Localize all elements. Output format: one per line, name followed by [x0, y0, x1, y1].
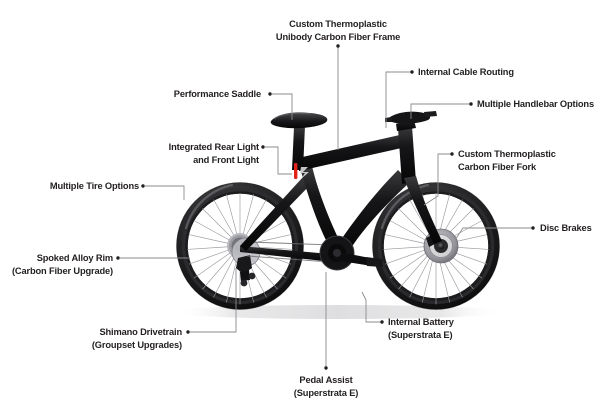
callout-label-spoked-alloy-rim: Spoked Alloy Rim (Carbon Fiber Upgrade): [11, 253, 113, 276]
callout-label-performance-saddle: Performance Saddle: [173, 89, 261, 99]
handlebar-assembly: [385, 111, 437, 131]
handlebar-grip: [424, 111, 437, 117]
leader-internal-battery: [361, 291, 384, 324]
drive-chain: [246, 241, 333, 263]
leader-pedal-assist: [324, 272, 328, 370]
leader-spoked-alloy-rim: [116, 256, 190, 260]
callout-label-integrated-lights: Integrated Rear Light and Front Light: [168, 142, 260, 165]
leader-internal-cable-routing: [385, 70, 414, 128]
callout-label-frame: Custom Thermoplastic Unibody Carbon Fibe…: [275, 19, 401, 42]
leader-carbon-fiber-fork: [423, 152, 454, 206]
integrated-rear-light: [294, 163, 298, 179]
callout-label-shimano-drivetrain: Shimano Drivetrain (Groupset Upgrades): [91, 327, 182, 350]
pedal: [366, 257, 383, 267]
callout-label-multiple-tire-options: Multiple Tire Options: [49, 181, 139, 191]
leader-integrated-lights: [261, 145, 292, 175]
callout-label-disc-brakes: Disc Brakes: [540, 223, 592, 233]
callout-label-pedal-assist: Pedal Assist (Superstrata E): [293, 375, 359, 398]
callout-label-internal-cable-routing: Internal Cable Routing: [418, 67, 514, 77]
callout-label-multiple-handlebar-options: Multiple Handlebar Options: [477, 99, 594, 109]
leader-shimano-drivetrain: [186, 268, 237, 334]
ground-shadow: [173, 305, 503, 319]
seat-post: [292, 126, 305, 170]
leader-multiple-handlebar-options: [410, 102, 473, 119]
leader-disc-brakes: [454, 226, 535, 241]
bicycle-frame: [240, 112, 442, 264]
callout-label-carbon-fiber-fork: Custom Thermoplastic Carbon Fiber Fork: [458, 149, 556, 172]
crankset-chainring: [319, 235, 383, 271]
leader-multiple-tire-options: [141, 184, 185, 200]
performance-saddle: [270, 112, 328, 129]
callout-label-internal-battery: Internal Battery (Superstrata E): [388, 317, 454, 340]
front-wheel: [372, 182, 500, 310]
leader-frame: [336, 44, 340, 150]
leader-performance-saddle: [268, 92, 293, 120]
carbon-fiber-fork: [404, 176, 442, 244]
handlebar: [387, 111, 431, 124]
brand-logo-mark: [300, 167, 309, 179]
